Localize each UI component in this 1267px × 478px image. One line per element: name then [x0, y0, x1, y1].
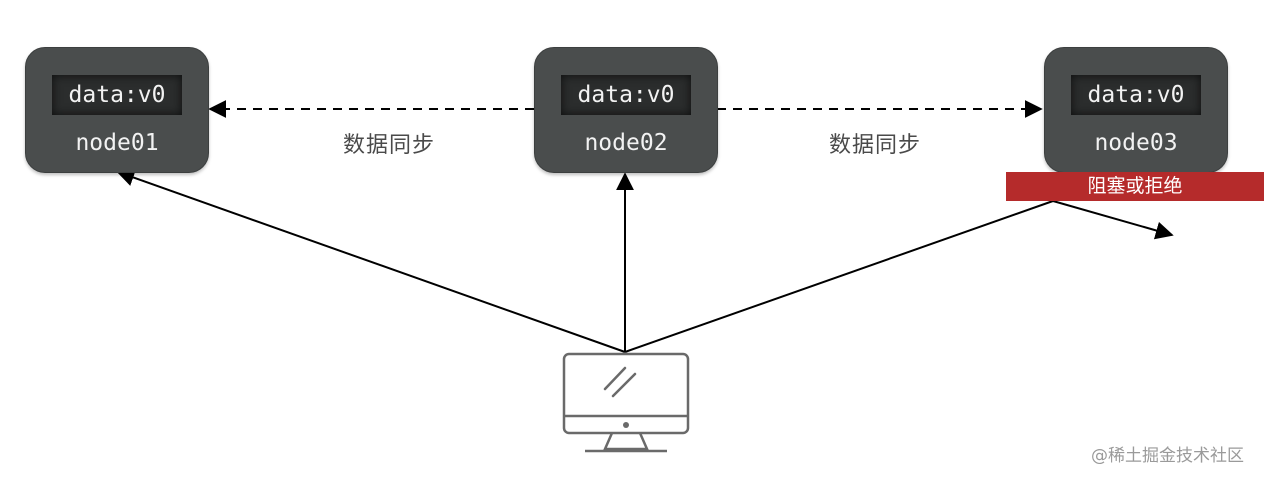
node02-name: node02 — [584, 130, 668, 156]
monitor-power-dot — [623, 422, 629, 428]
client-line-to-node03 — [624, 200, 1054, 353]
sync-label-left: 数据同步 — [343, 133, 436, 158]
node-box-node01: data:v0 node01 — [25, 47, 209, 173]
rejected-arrow — [1052, 200, 1174, 240]
node-box-node02: data:v0 node02 — [534, 47, 718, 173]
client-arrow-to-node01 — [116, 168, 626, 353]
node01-name: node01 — [75, 130, 159, 156]
node03-name: node03 — [1094, 130, 1178, 156]
blocked-or-rejected-badge: 阻塞或拒绝 — [1006, 172, 1264, 201]
sync-label-right: 数据同步 — [829, 133, 922, 158]
node02-data-value: data:v0 — [561, 75, 691, 115]
node01-data-value: data:v0 — [52, 75, 182, 115]
desktop-monitor-icon — [562, 352, 690, 453]
node-box-node03: data:v0 node03 — [1044, 47, 1228, 173]
watermark-text: @稀土掘金技术社区 — [1091, 446, 1244, 466]
node03-data-value: data:v0 — [1071, 75, 1201, 115]
